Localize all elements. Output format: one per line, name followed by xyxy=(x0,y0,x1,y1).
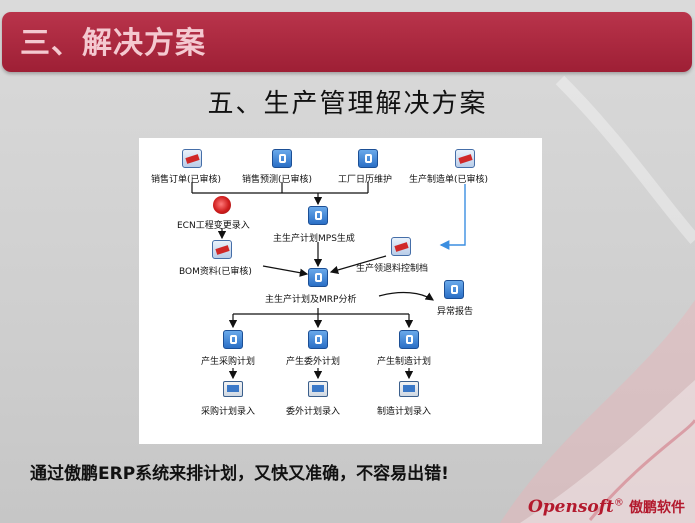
ecn-pushpin-icon xyxy=(213,196,231,214)
brand-name-en: Opensoft xyxy=(527,497,614,517)
mrp-icon xyxy=(308,268,328,287)
slide-subtitle: 五、生产管理解决方案 xyxy=(207,89,488,119)
node-mps: 主生产计划MPS生成 xyxy=(273,234,355,244)
flowchart-connectors xyxy=(191,182,466,380)
brand-logo: Opensoft® 傲鹏软件 xyxy=(528,497,685,517)
node-gen-purchase: 产生采购计划 xyxy=(201,357,256,367)
gen-outsource-icon xyxy=(308,330,328,349)
node-sales-forecast: 销售预测(已审核) xyxy=(242,175,313,185)
entry-manufacture-icon xyxy=(399,381,419,397)
brand-registered-mark: ® xyxy=(613,497,624,509)
flowchart-panel: 销售订单(已审核) 销售预测(已审核) 工厂日历维护 生产制造单(已审核) EC… xyxy=(139,138,542,444)
node-gen-manufacture: 产生制造计划 xyxy=(377,357,432,367)
entry-outsource-icon xyxy=(308,381,328,397)
factory-calendar-icon xyxy=(358,149,378,168)
node-gen-outsource: 产生委外计划 xyxy=(286,357,341,367)
node-entry-purchase: 采购计划录入 xyxy=(201,407,256,417)
material-control-icon xyxy=(391,237,411,256)
node-sales-order: 销售订单(已审核) xyxy=(151,175,222,185)
sales-forecast-icon xyxy=(272,149,292,168)
node-entry-outsource: 委外计划录入 xyxy=(286,407,341,417)
node-factory-calendar: 工厂日历维护 xyxy=(338,175,393,185)
exception-report-icon xyxy=(444,280,464,299)
gen-purchase-icon xyxy=(223,330,243,349)
node-bom: BOM资料(已审核) xyxy=(179,267,252,277)
entry-purchase-icon xyxy=(223,381,243,397)
bom-icon xyxy=(212,240,232,259)
node-entry-manufacture: 制造计划录入 xyxy=(377,407,432,417)
gen-manufacture-icon xyxy=(399,330,419,349)
title-bar: 三、解决方案 xyxy=(2,12,692,72)
summary-statement: 通过傲鹏ERP系统来排计划，又快又准确，不容易出错! xyxy=(30,464,449,484)
brand-name-cn: 傲鹏软件 xyxy=(629,500,685,516)
mps-icon xyxy=(308,206,328,225)
node-ecn: ECN工程变更录入 xyxy=(177,221,250,231)
page-title: 三、解决方案 xyxy=(20,26,206,61)
node-production-order: 生产制造单(已审核) xyxy=(409,175,489,185)
node-mrp: 主生产计划及MRP分析 xyxy=(265,295,357,305)
production-order-icon xyxy=(455,149,475,168)
sales-order-icon xyxy=(182,149,202,168)
node-material-control: 生产领退料控制档 xyxy=(356,264,429,274)
node-exception: 异常报告 xyxy=(437,307,474,317)
